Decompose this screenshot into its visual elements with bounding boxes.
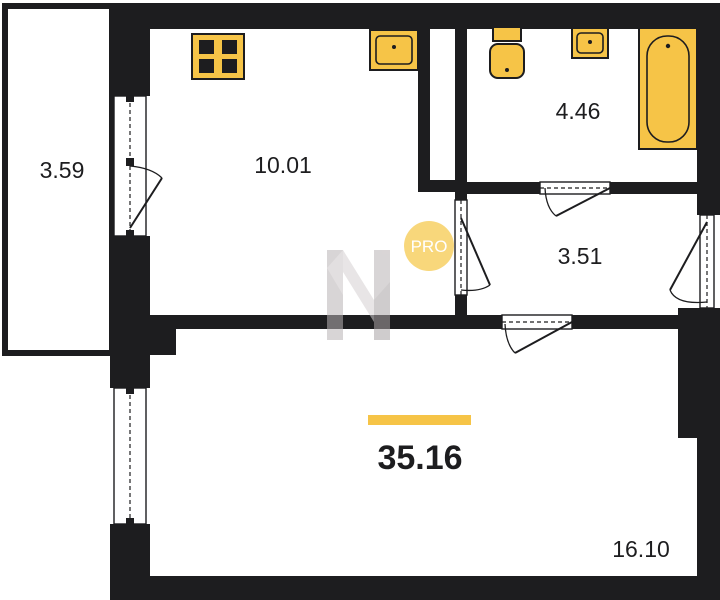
- bathroom-door: [539, 181, 611, 217]
- entrance-door: [669, 214, 715, 309]
- stove-icon: [191, 33, 245, 80]
- total-area-label: 35.16: [377, 439, 462, 477]
- sink-icon: [369, 29, 419, 71]
- bathroom-area-label: 4.46: [556, 98, 601, 124]
- pro-badge-text: PRO: [411, 237, 448, 256]
- living-room-door: [501, 314, 573, 354]
- pro-badge: PRO: [404, 221, 454, 271]
- bathtub-icon: [638, 27, 698, 150]
- hallway-area-label: 3.51: [558, 243, 603, 269]
- interior-walls: [148, 26, 700, 355]
- balcony: [2, 3, 115, 356]
- washbasin-icon: [571, 27, 609, 59]
- living-room-area-label: 16.10: [612, 536, 670, 562]
- balcony-area-label: 3.59: [40, 157, 85, 183]
- kitchen-area-label: 10.01: [254, 152, 312, 178]
- total-area-underline: [368, 415, 471, 425]
- living-room-window: [113, 387, 147, 525]
- watermark-logo: [327, 250, 390, 340]
- kitchen-door: [454, 199, 491, 296]
- outer-walls: [110, 3, 720, 600]
- balcony-door: [129, 165, 163, 229]
- toilet-icon: [489, 26, 525, 79]
